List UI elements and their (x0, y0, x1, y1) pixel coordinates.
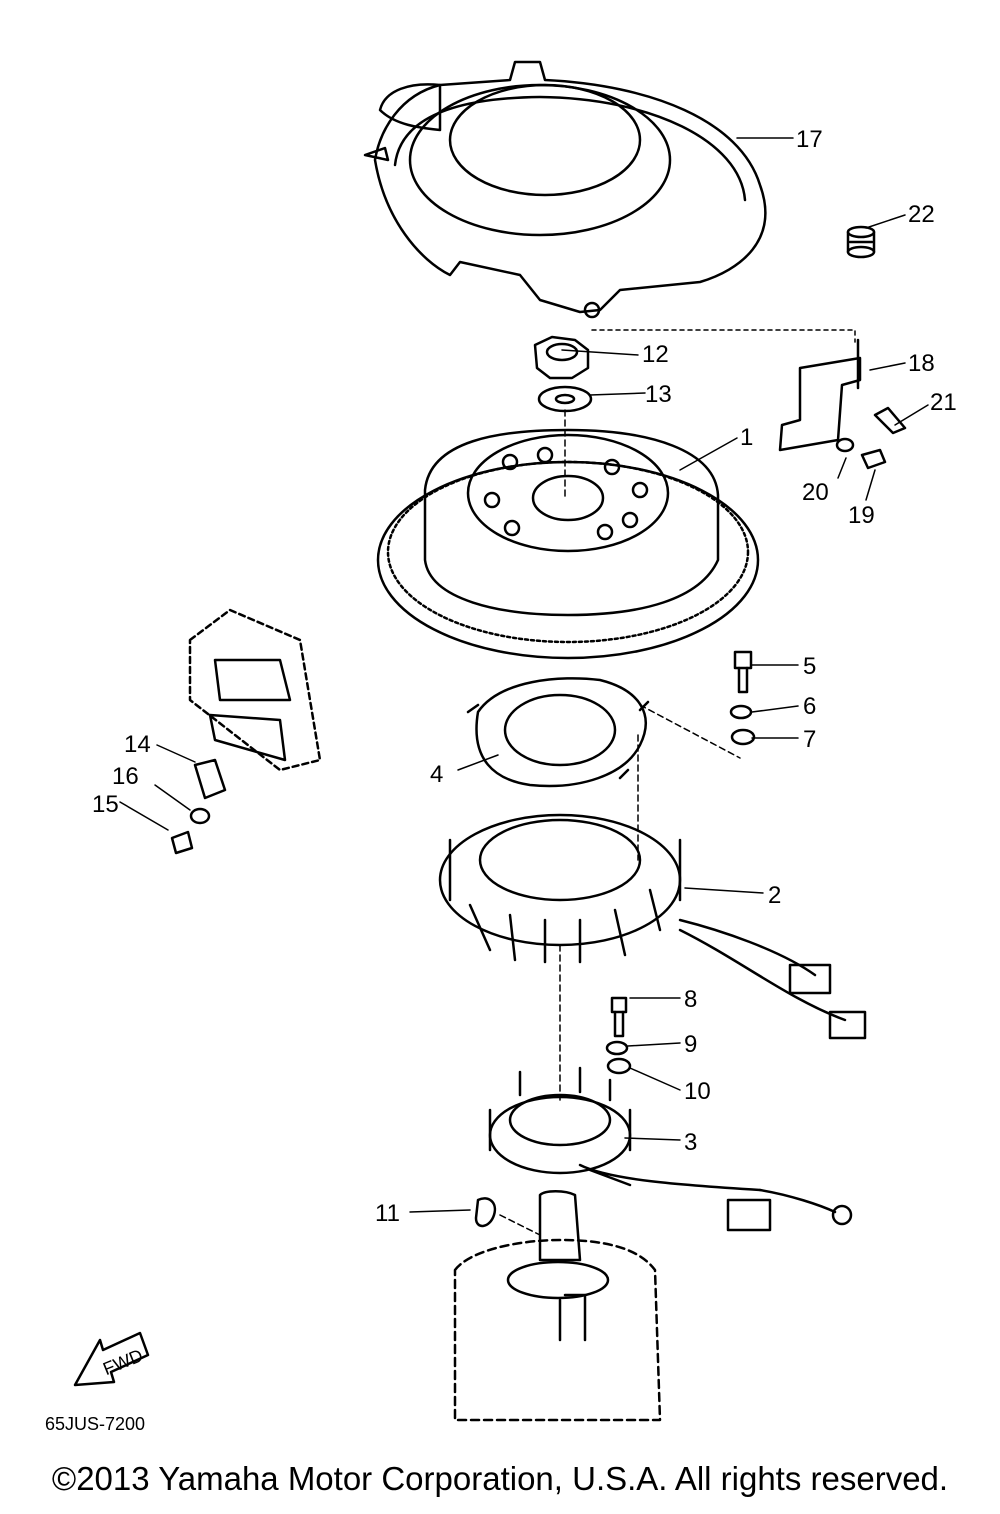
leader-lines (119, 137, 929, 1236)
screw-part-8 (610, 996, 628, 1038)
flywheel-part (376, 428, 760, 660)
part-label-13: 13 (645, 381, 672, 408)
part-label-8: 8 (684, 986, 697, 1013)
part-label-6: 6 (803, 693, 816, 720)
diagram-code: 65JUS-7200 (45, 1414, 145, 1434)
crankcase-part (453, 1190, 662, 1422)
part-label-3: 3 (684, 1129, 697, 1156)
washer-part-16 (189, 807, 211, 825)
part-label-2: 2 (768, 882, 781, 909)
part-label-16: 16 (112, 763, 139, 790)
washer-part-6 (729, 704, 753, 720)
stator-plate-part (466, 677, 650, 788)
grommet-part (846, 225, 876, 259)
part-label-22: 22 (908, 201, 935, 228)
washer-part-7 (730, 728, 756, 746)
key-part (474, 1197, 497, 1228)
part-label-20: 20 (802, 479, 829, 506)
part-label-14: 14 (124, 731, 151, 758)
bracket-part-14 (193, 758, 227, 800)
part-label-4: 4 (430, 761, 443, 788)
washer-part-10 (606, 1057, 632, 1075)
bracket-part (778, 338, 862, 452)
part-label-15: 15 (92, 791, 119, 818)
washer-part (537, 385, 593, 413)
part-label-17: 17 (796, 126, 823, 153)
pulser-coil-part (488, 1066, 853, 1232)
bolt-part-5 (733, 650, 753, 694)
clip-part-21 (873, 406, 907, 435)
part-label-9: 9 (684, 1031, 697, 1058)
plate-part (188, 608, 322, 772)
bolt-part-15 (170, 830, 194, 855)
part-label-7: 7 (803, 726, 816, 753)
part-label-1: 1 (740, 424, 753, 451)
flywheel-nut-part (533, 335, 590, 380)
part-labels: 1 2 3 4 5 6 7 8 9 10 11 12 13 14 15 16 1… (45, 126, 957, 1434)
forward-arrow-icon (73, 1331, 150, 1387)
part-label-10: 10 (684, 1078, 711, 1105)
part-label-12: 12 (642, 341, 669, 368)
fwd-label: FWD (100, 1345, 145, 1379)
washer-part-9 (605, 1040, 629, 1056)
part-label-11: 11 (375, 1200, 400, 1227)
washer-part-20 (835, 437, 855, 453)
bolt-part-19 (860, 448, 887, 470)
part-label-5: 5 (803, 653, 816, 680)
stator-part (438, 813, 867, 1040)
flywheel-cover-part (363, 60, 767, 319)
copyright-notice: ©2013 Yamaha Motor Corporation, U.S.A. A… (51, 1460, 949, 1497)
part-label-21: 21 (930, 389, 957, 416)
part-label-18: 18 (908, 350, 935, 377)
part-label-19: 19 (848, 502, 875, 529)
